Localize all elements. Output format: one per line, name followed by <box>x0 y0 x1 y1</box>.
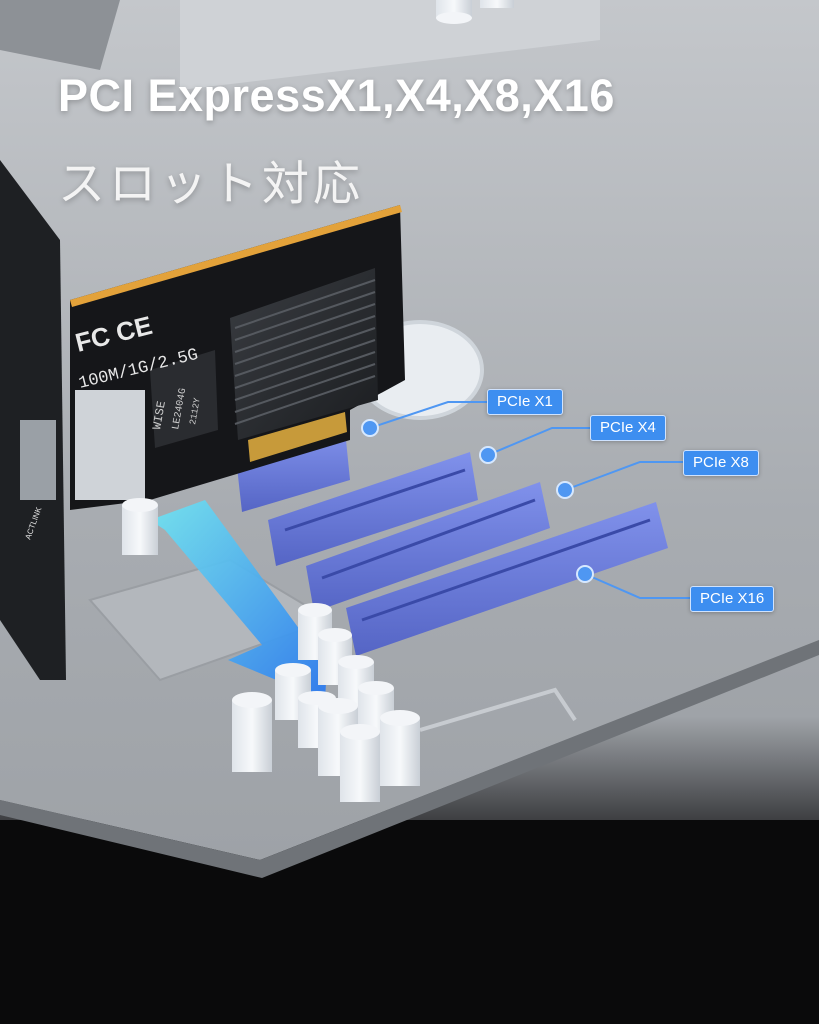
support-pin <box>340 724 380 802</box>
card-pcb-edge <box>70 205 402 307</box>
support-pin <box>380 710 420 786</box>
support-pin <box>122 498 158 555</box>
dark-floor <box>0 820 819 1024</box>
callout-dot-x4 <box>479 446 497 464</box>
lan-chip <box>150 350 218 448</box>
rj45-port <box>75 390 145 500</box>
board-rail <box>419 687 577 732</box>
pcie-slot-x4 <box>268 452 478 566</box>
slot-label-x1: PCIe X1 <box>487 389 563 415</box>
top-block-shade <box>0 0 120 70</box>
heatsink <box>230 268 378 440</box>
subline: スロット対応 <box>58 157 364 210</box>
support-pin <box>480 0 514 8</box>
support-pin <box>232 692 272 772</box>
callout-line-x4 <box>487 427 590 456</box>
pcie-slot-x1 <box>236 430 350 512</box>
bracket-port-opening <box>20 420 56 500</box>
pcie-slot-x8 <box>306 482 550 612</box>
support-pins <box>122 0 514 802</box>
slot-label-x16: PCIe X16 <box>690 586 775 612</box>
callout-dot-x16 <box>576 565 594 583</box>
support-pin <box>436 0 472 24</box>
callout-line-x16 <box>584 573 690 599</box>
callout-line-x8 <box>564 461 683 491</box>
chip-code-print: 2112Y <box>188 397 203 426</box>
callout-dot-x1 <box>361 419 379 437</box>
headline: PCI ExpressX1,X4,X8,X16 <box>58 70 615 121</box>
top-block <box>180 0 600 90</box>
chip-brand-print: WISE <box>150 400 169 431</box>
callout-dots <box>361 419 594 583</box>
gold-fingers <box>248 412 347 462</box>
pcie-slots <box>236 430 668 656</box>
slot-label-x4: PCIe X4 <box>590 415 666 441</box>
network-card: FC CE 100M/1G/2.5G WISE LE2404G 2112Y AC… <box>0 160 405 680</box>
slot-label-x8: PCIe X8 <box>683 450 759 476</box>
callout-line-x1 <box>369 401 487 429</box>
insert-arrow <box>150 500 330 700</box>
slot-callouts <box>369 401 690 599</box>
callout-dot-x8 <box>556 481 574 499</box>
